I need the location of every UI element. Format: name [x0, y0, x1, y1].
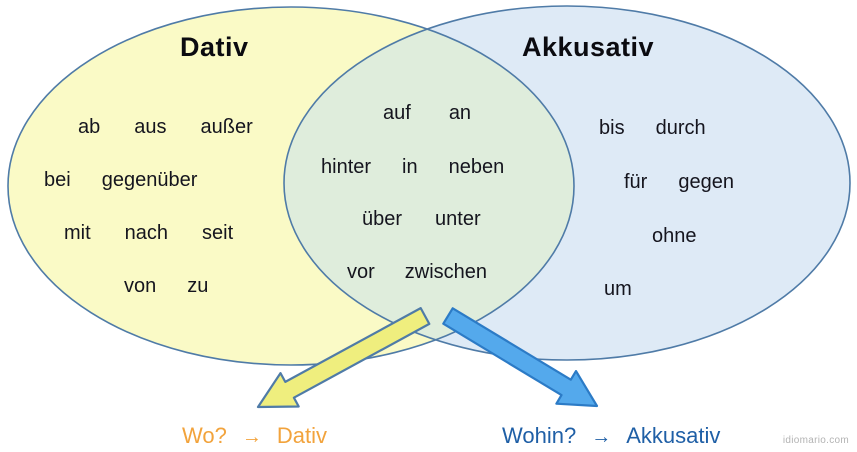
preposition: gegenüber [101, 169, 198, 191]
preposition: von [124, 275, 157, 297]
preposition: über [362, 208, 403, 230]
preposition: seit [202, 222, 234, 244]
legend-case: Akkusativ [626, 423, 721, 448]
preposition: unter [435, 208, 481, 230]
legend-question: Wohin? [502, 423, 577, 448]
akkusativ-words-row-1: bis durch [599, 116, 706, 140]
preposition: gegen [678, 171, 734, 193]
legend-question: Wo? [182, 423, 227, 448]
preposition: auf [383, 102, 411, 124]
preposition: bis [599, 117, 625, 139]
wo-arrow [256, 307, 431, 409]
preposition: bei [44, 169, 71, 191]
legend-akkusativ: Wohin? → Akkusativ [502, 423, 720, 449]
dativ-words-row-1: ab aus außer [78, 115, 253, 139]
preposition: ab [78, 116, 101, 138]
akkusativ-words-row-4: um [604, 277, 632, 301]
preposition: aus [134, 116, 167, 138]
preposition: neben [448, 156, 505, 178]
preposition: nach [124, 222, 169, 244]
akkusativ-title: Akkusativ [522, 32, 655, 62]
preposition: mit [64, 222, 91, 244]
preposition: an [448, 102, 472, 124]
preposition: für [624, 171, 648, 193]
dativ-words-row-3: mit nach seit [64, 221, 233, 245]
preposition: vor [347, 261, 375, 283]
preposition: um [604, 278, 632, 300]
preposition: zu [187, 275, 209, 297]
preposition: in [402, 156, 418, 178]
dativ-ellipse-border [7, 6, 575, 366]
akkusativ-ellipse-border [283, 5, 851, 361]
dativ-title: Dativ [180, 32, 249, 62]
dativ-words-row-4: von zu [124, 274, 208, 298]
preposition: zwischen [404, 261, 488, 283]
watermark: idiomario.com [782, 435, 849, 446]
akkusativ-words-row-3: ohne [652, 224, 697, 248]
right-arrow-icon: → [591, 426, 612, 448]
wohin-arrow [442, 307, 599, 408]
preposition: hinter [321, 156, 372, 178]
akkusativ-words-row-2: für gegen [624, 170, 734, 194]
preposition: durch [655, 117, 706, 139]
right-arrow-icon: → [241, 426, 262, 448]
overlap-words-row-1: auf an [383, 101, 471, 125]
preposition: ohne [652, 225, 697, 247]
overlap-words-row-4: vor zwischen [347, 260, 487, 284]
overlap-lens [284, 7, 574, 360]
overlap-words-row-2: hinter in neben [321, 155, 504, 179]
overlap-words-row-3: über unter [362, 207, 481, 231]
dativ-words-row-2: bei gegenüber [44, 168, 197, 192]
legend-dativ: Wo? → Dativ [182, 423, 327, 449]
legend-case: Dativ [276, 423, 327, 448]
preposition: außer [200, 116, 253, 138]
